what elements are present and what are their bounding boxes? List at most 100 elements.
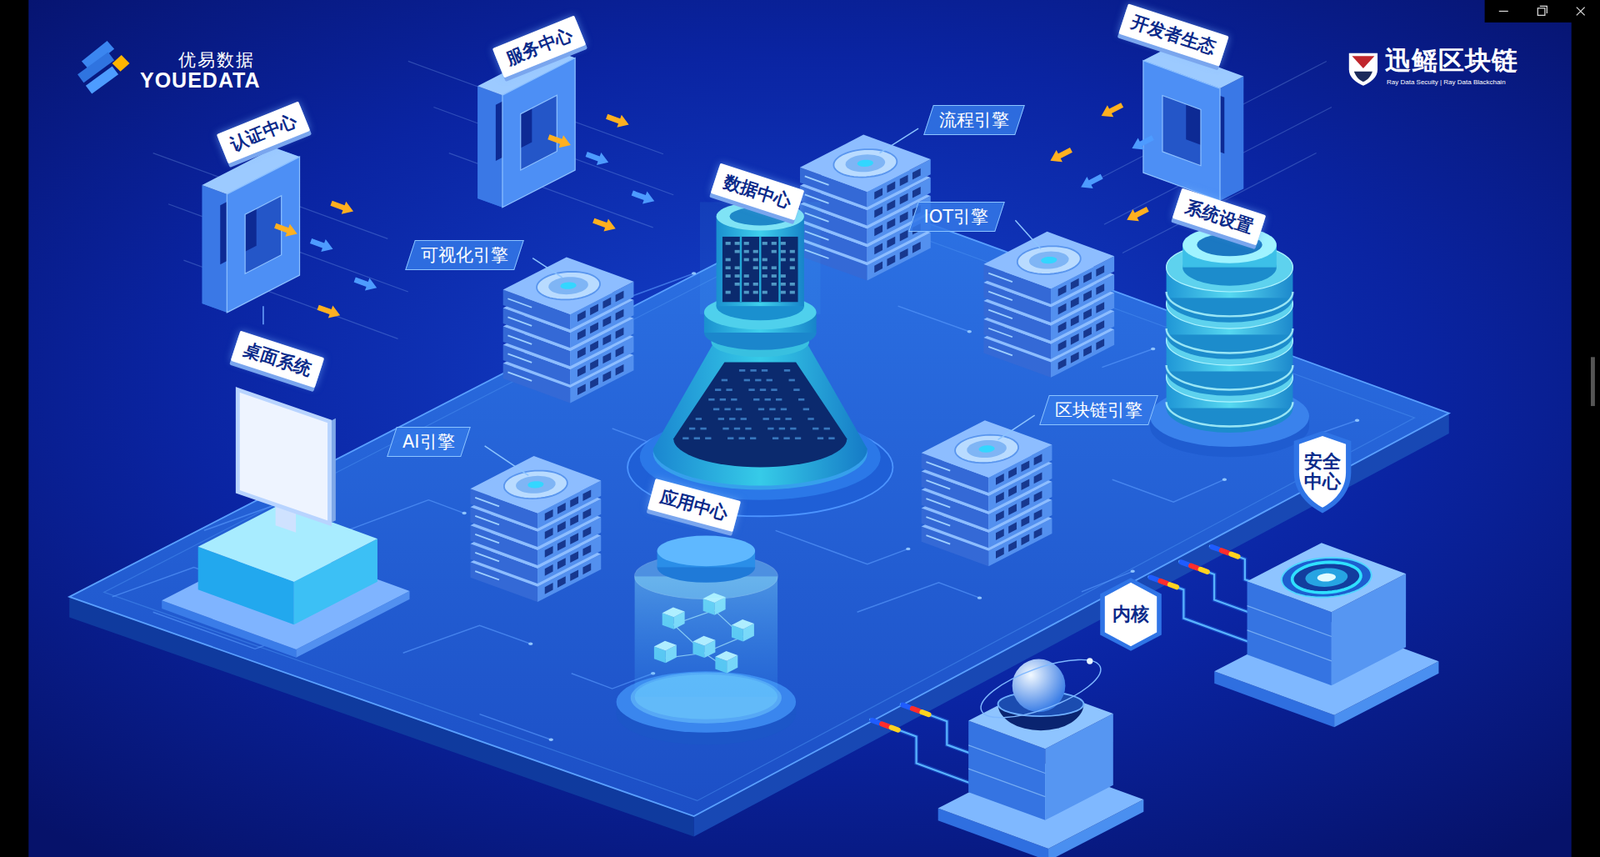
circuit-dot [528,642,533,645]
server-vent [602,370,611,383]
data-glyph [735,274,740,278]
server-vent [1095,320,1105,332]
title-bar [1485,0,1600,23]
data-glyph [750,369,756,372]
data-glyph [760,388,766,391]
server-vent [582,489,591,501]
component-tag: 数据中心 [710,163,805,221]
security-center [1214,542,1439,727]
logo-name: 优易数据 [178,48,255,72]
flow-arrow [604,110,631,131]
panel-divider [759,236,761,302]
server-vent [557,539,566,551]
data-glyph [725,388,732,391]
component-tag: 认证中心 [216,101,311,165]
server-vent [900,248,909,260]
data-glyph [725,241,731,245]
security-seam [1247,605,1332,637]
server-vent [577,346,586,359]
cable-marker [1200,569,1208,572]
components [161,128,1310,658]
server-vent [995,528,1005,540]
data-glyph [735,282,740,286]
circuit-dot [967,330,972,333]
data-glyph [780,241,786,245]
server-vent [874,243,883,255]
server-vent [995,473,1005,485]
server-vent [615,364,625,376]
server-vent [1083,326,1092,339]
data-glyph [753,398,760,401]
data-glyph [753,290,759,295]
server-vent [582,507,591,520]
component-tag: 服务中心 [491,15,586,79]
cable-marker [1211,546,1219,550]
data-glyph [721,379,728,382]
data-glyph [755,379,761,382]
server-vent [1083,290,1092,302]
data-glyph [705,436,711,440]
data-glyph [744,282,750,286]
data-glyph [744,274,750,278]
server-vent [602,352,611,365]
server-fan-hub [560,282,576,290]
data-glyph [824,427,830,430]
component-tag: 应用中心 [647,478,741,532]
data-glyph [695,417,702,420]
cable-marker [1160,580,1167,584]
flow-arrow [630,186,657,208]
server-light [507,316,532,325]
server-vent [590,321,599,334]
security-target [1305,567,1348,587]
data-glyph [817,436,824,440]
server-vent [1020,478,1030,490]
cable-marker [872,720,880,723]
server-vent [900,230,909,242]
server-fan [955,435,1019,464]
data-glyph [790,282,795,286]
data-glyph [790,258,795,262]
server-fan-hub [527,480,544,488]
data-glyph [770,388,777,391]
server-slab [983,231,1115,290]
data-glyph [735,408,742,411]
data-glyph [767,427,774,430]
server-light [925,498,950,507]
server-vent [1034,472,1043,485]
data-glyph [725,265,731,270]
application-center [616,535,797,745]
gateway-frames [201,48,1244,325]
server-fan [515,475,556,494]
data-glyph [740,417,747,420]
server-fan [1017,245,1081,275]
server-light [475,497,500,506]
server-vent [545,582,554,595]
data-glyph [735,241,740,245]
data-glyph [713,408,720,411]
security-target [1292,561,1361,592]
server-vent [545,564,554,576]
data-glyph [771,274,777,278]
data-glyph [748,388,755,391]
logos [77,0,1600,406]
server-light [475,515,500,525]
server-vent [602,297,611,310]
node-label: 流程引擎 [939,108,1010,132]
cable-marker [1150,577,1158,580]
server-vent [557,502,566,515]
server-vent [577,310,586,322]
cable-marker [921,711,929,715]
circuit-trace [632,273,694,296]
node-label: 区块链引擎 [1055,398,1143,422]
server-light [988,346,1013,355]
server-vent [1083,308,1092,320]
server-vent [1034,509,1043,521]
node-label: 应用中心 [656,485,730,526]
node-label: 开发者生态 [1128,10,1220,60]
side-bar [1571,0,1600,857]
shield-border [1294,430,1352,512]
server-vent [1070,333,1080,345]
kernel-seam [968,768,1045,797]
node-label: 服务中心 [501,23,575,71]
